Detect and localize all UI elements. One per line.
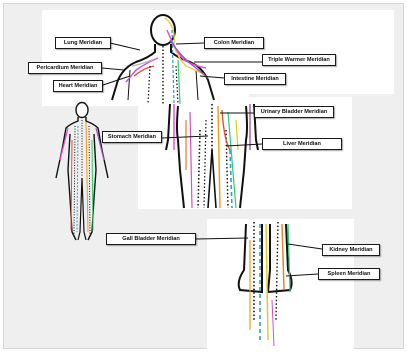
label-kidney-meridian: Kidney Meridian <box>322 244 380 256</box>
torso-legs-figure <box>166 104 258 208</box>
label-triple-warmer-meridian: Triple Warmer Meridian <box>262 54 336 66</box>
label-stomach-meridian: Stomach Meridian <box>102 131 162 143</box>
label-spleen-meridian: Spleen Meridian <box>318 268 380 280</box>
label-gall-bladder-meridian: Gall Bladder Meridian <box>106 233 196 245</box>
label-lung-meridian: Lung Meridian <box>55 37 111 49</box>
full-body-figure <box>56 103 108 241</box>
label-intestine-meridian: Intestine Meridian <box>224 73 286 85</box>
label-pericardium-meridian: Pericardium Meridian <box>28 62 102 74</box>
label-heart-meridian: Heart Meridian <box>53 80 103 92</box>
lower-legs-figure <box>239 222 292 346</box>
label-colon-meridian: Colon Meridian <box>204 37 264 49</box>
label-urinary-bladder-meridian: Urinary Bladder Meridian <box>254 106 334 118</box>
upper-body-figure <box>112 15 214 104</box>
label-liver-meridian: Liver Meridian <box>262 138 342 150</box>
